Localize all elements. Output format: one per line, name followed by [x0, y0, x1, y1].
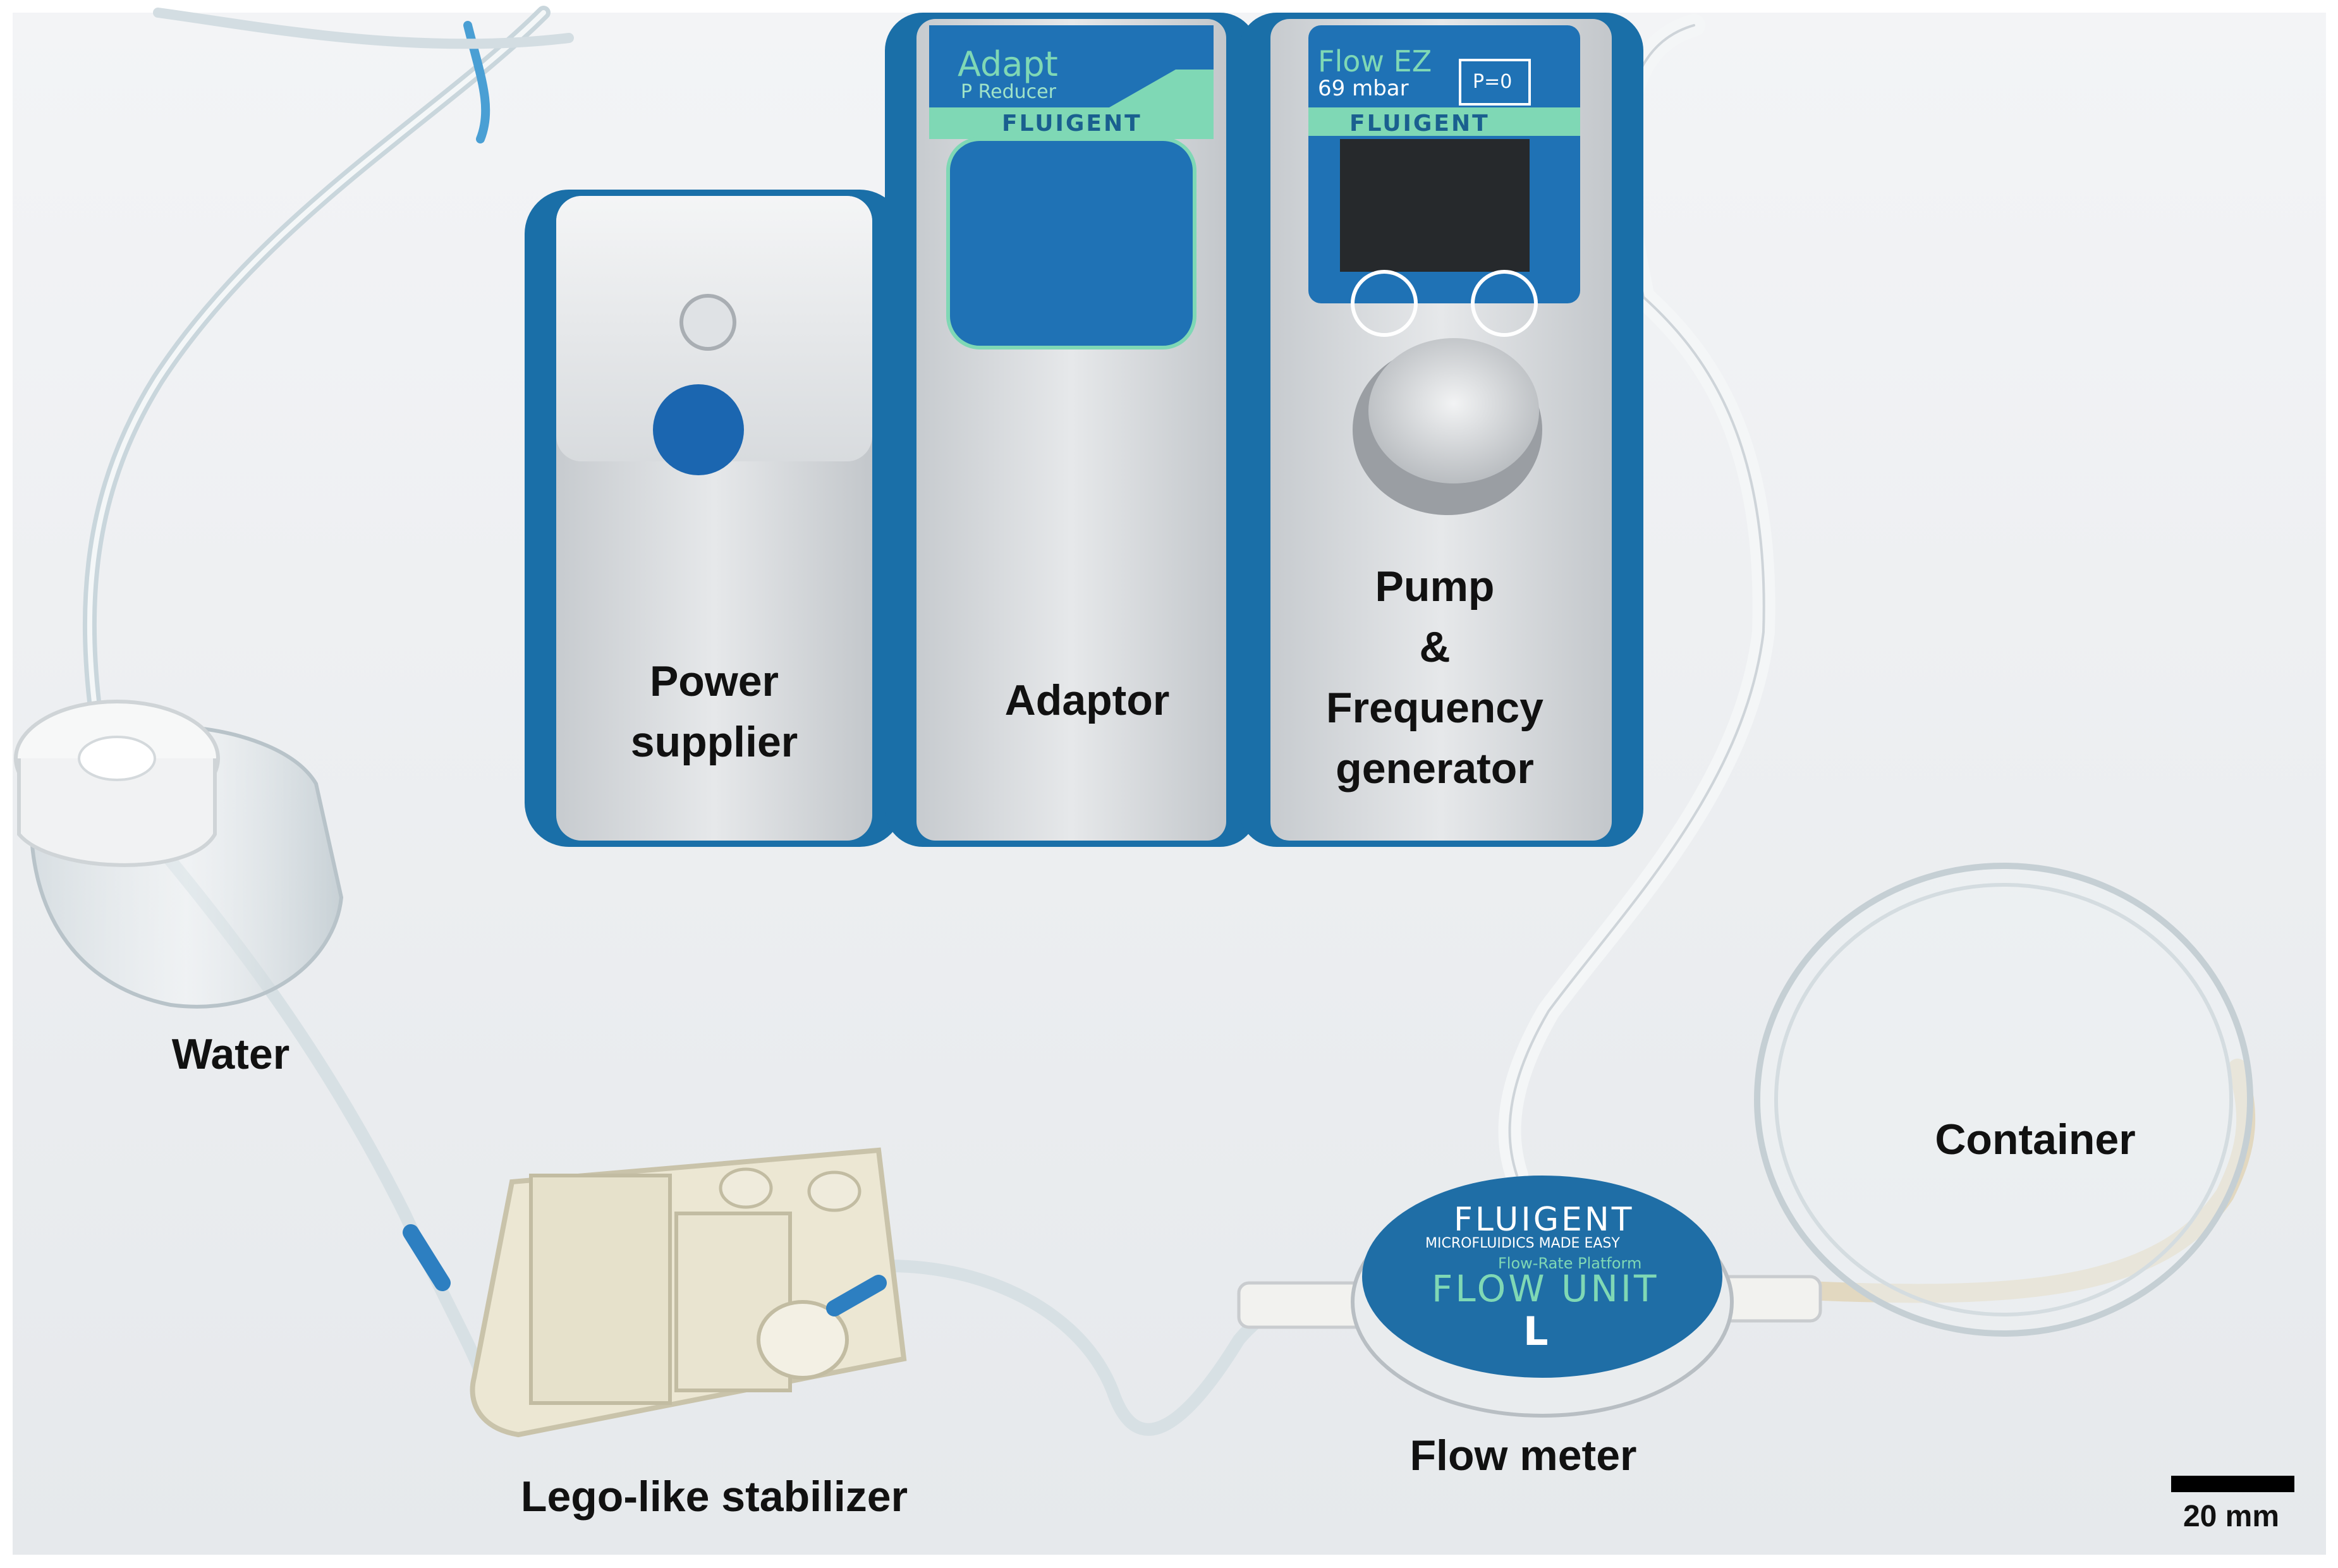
label-adaptor: Adaptor [1004, 676, 1170, 724]
flow-unit-tagline: MICROFLUIDICS MADE EASY [1425, 1236, 1620, 1251]
flow-ez-brand: FLUIGENT [1349, 111, 1490, 137]
power-button [653, 384, 744, 475]
container-dish [1754, 863, 2253, 1337]
label-stabilizer: Lego-like stabilizer [520, 1473, 908, 1521]
flow-unit-platform: Flow-Rate Platform [1498, 1255, 1642, 1272]
flow-unit-name: FLOW UNIT [1432, 1267, 1659, 1310]
display-screen [1340, 139, 1530, 272]
lego-stabilizer [403, 1147, 907, 1438]
water-bottle [14, 700, 344, 1009]
label-water: Water [171, 1030, 290, 1078]
flow-ez-reading: 69 mbar [1318, 76, 1409, 101]
scale-bar [2171, 1476, 2294, 1492]
power-supplier-unit [525, 190, 904, 847]
label-pump: Pump & Frequency generator [1326, 562, 1543, 793]
flow-unit-brand: FLUIGENT [1454, 1201, 1635, 1239]
label-container: Container [1935, 1115, 2136, 1164]
flow-ez-title: Flow EZ [1318, 44, 1432, 78]
flow-meter-unit [1237, 1176, 1822, 1418]
flow-unit-size: L [1523, 1308, 1549, 1354]
flow-ez-p0-button: P=0 [1473, 71, 1513, 93]
flow-ez-pump-unit [1239, 13, 1643, 847]
adapt-brand: FLUIGENT [1002, 111, 1142, 137]
label-power-supplier: Power supplier [630, 657, 798, 766]
scale-bar-label: 20 mm [2183, 1500, 2280, 1533]
label-flow-meter: Flow meter [1409, 1431, 1637, 1480]
adaptor-unit [885, 13, 1258, 847]
adapt-subtitle: P Reducer [961, 81, 1056, 103]
adapt-title: Adapt [958, 44, 1058, 84]
